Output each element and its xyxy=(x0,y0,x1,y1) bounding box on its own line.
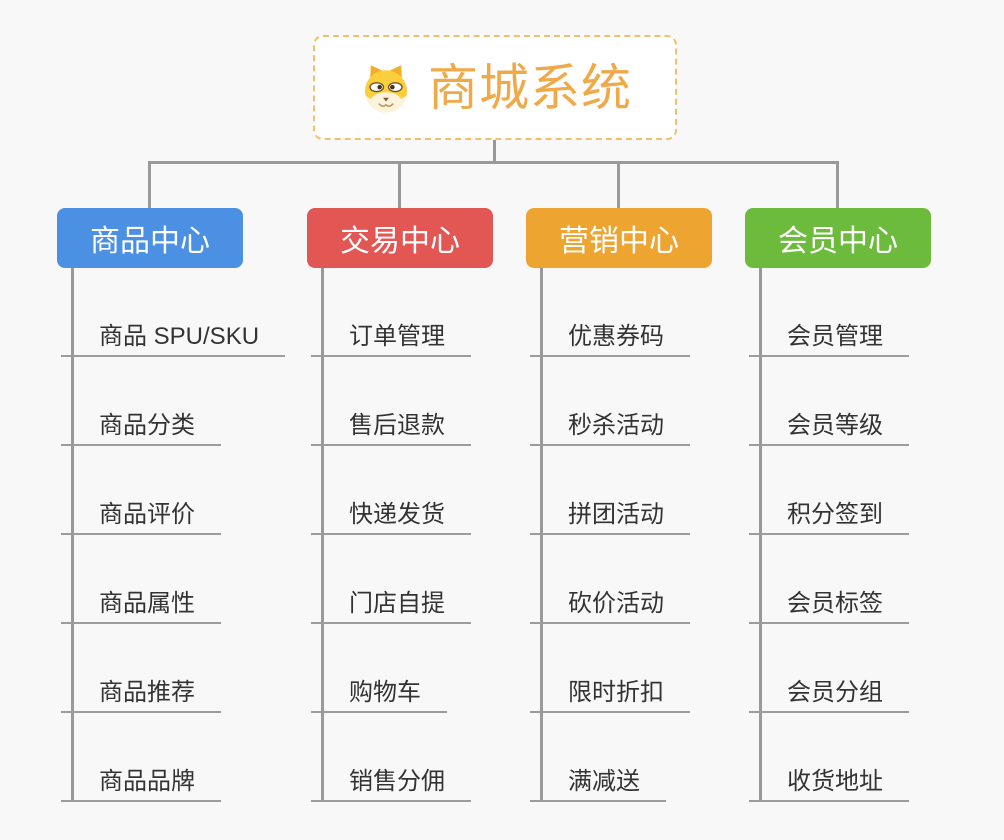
branch-item[interactable]: 商品属性 xyxy=(61,586,221,624)
branch-item[interactable]: 商品品牌 xyxy=(61,764,221,802)
branch-trade-center: 交易中心 订单管理 售后退款 快递发货 门店自提 购物车 销售分佣 xyxy=(307,208,567,808)
branch-item[interactable]: 购物车 xyxy=(311,675,447,713)
branch-item[interactable]: 收货地址 xyxy=(749,764,909,802)
connector-drop xyxy=(617,161,620,208)
branch-item[interactable]: 拼团活动 xyxy=(530,497,690,535)
dog-icon xyxy=(364,64,408,112)
branch-header[interactable]: 会员中心 xyxy=(745,208,931,268)
branch-header[interactable]: 交易中心 xyxy=(307,208,493,268)
connector-horizontal-bus xyxy=(148,161,839,164)
branch-item[interactable]: 商品分类 xyxy=(61,408,221,446)
branch-member-center: 会员中心 会员管理 会员等级 积分签到 会员标签 会员分组 收货地址 xyxy=(745,208,1004,808)
branch-item[interactable]: 限时折扣 xyxy=(530,675,690,713)
connector-root-stub xyxy=(493,139,496,164)
branch-item[interactable]: 会员标签 xyxy=(749,586,909,624)
root-node[interactable]: 商城系统 xyxy=(313,35,677,140)
branch-item[interactable]: 秒杀活动 xyxy=(530,408,690,446)
root-title: 商城系统 xyxy=(428,59,632,116)
branch-item[interactable]: 会员管理 xyxy=(749,319,909,357)
branch-item[interactable]: 商品 SPU/SKU xyxy=(61,319,286,357)
branch-item[interactable]: 快递发货 xyxy=(311,497,471,535)
branch-item[interactable]: 门店自提 xyxy=(311,586,471,624)
connector-drop xyxy=(398,161,401,208)
branch-item[interactable]: 售后退款 xyxy=(311,408,471,446)
branch-marketing-center: 营销中心 优惠券码 秒杀活动 拼团活动 砍价活动 限时折扣 满减送 xyxy=(526,208,786,808)
connector-drop xyxy=(148,161,151,208)
branch-item[interactable]: 砍价活动 xyxy=(530,586,690,624)
branch-item[interactable]: 积分签到 xyxy=(749,497,909,535)
branch-header[interactable]: 商品中心 xyxy=(57,208,243,268)
branch-item[interactable]: 优惠券码 xyxy=(530,319,690,357)
branch-item[interactable]: 订单管理 xyxy=(311,319,471,357)
branch-item[interactable]: 商品评价 xyxy=(61,497,221,535)
branch-item[interactable]: 会员等级 xyxy=(749,408,909,446)
branch-product-center: 商品中心 商品 SPU/SKU 商品分类 商品评价 商品属性 商品推荐 商品品牌 xyxy=(57,208,317,808)
branch-item[interactable]: 销售分佣 xyxy=(311,764,471,802)
branch-item[interactable]: 满减送 xyxy=(530,764,666,802)
branch-item[interactable]: 会员分组 xyxy=(749,675,909,713)
branch-item[interactable]: 商品推荐 xyxy=(61,675,221,713)
branch-header[interactable]: 营销中心 xyxy=(526,208,712,268)
connector-drop xyxy=(836,161,839,208)
